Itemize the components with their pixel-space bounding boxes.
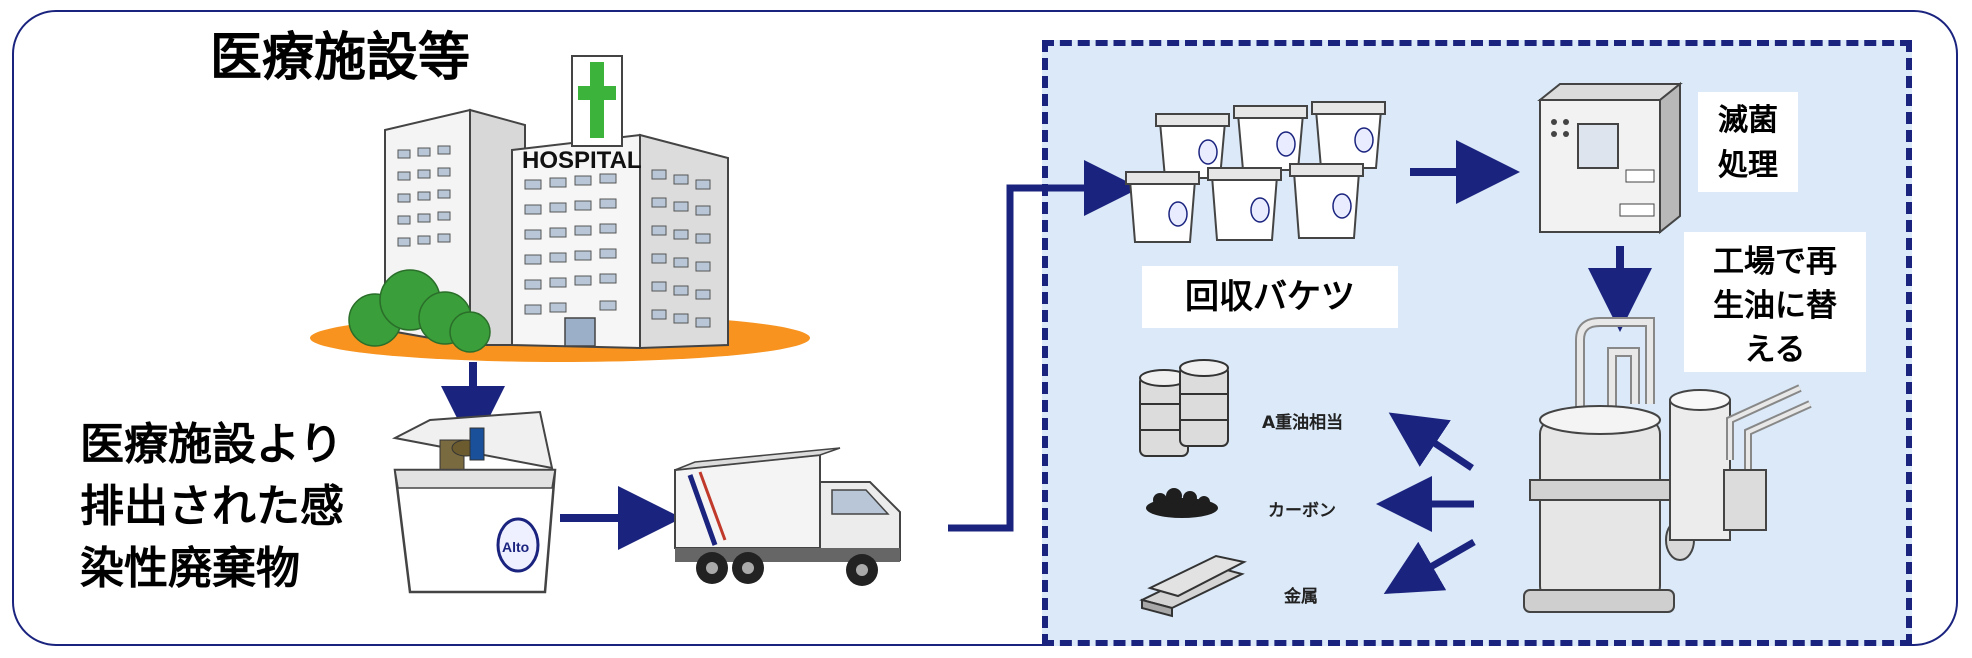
sterilization-line-1: 滅菌 xyxy=(1718,103,1778,138)
source-line-2: 排出された感 xyxy=(80,481,344,532)
sterilizer-icon xyxy=(1537,81,1683,235)
metal-ingots-icon xyxy=(1139,554,1247,618)
heavy-oil-label: A重油相当 xyxy=(1262,413,1344,433)
sterilization-label: 滅菌 処理 xyxy=(1698,92,1798,192)
hospital-icon: HOSPITAL xyxy=(310,55,810,362)
bin-label: Alto xyxy=(502,539,529,555)
source-line-3: 染性廃棄物 xyxy=(80,543,300,594)
arrow-output-oil xyxy=(1388,412,1474,471)
oil-drums-icon xyxy=(1139,359,1229,457)
arrow-to-process xyxy=(948,160,1140,532)
collection-buckets-icon xyxy=(1125,101,1386,243)
metal-label: 金属 xyxy=(1284,587,1318,607)
regen-line-3: える xyxy=(1744,332,1806,368)
waste-bin-icon: Alto xyxy=(391,410,557,594)
regen-line-1: 工場で再 xyxy=(1713,244,1837,280)
hospital-sign: HOSPITAL xyxy=(522,147,642,174)
regeneration-label: 工場で再 生油に替 える xyxy=(1684,232,1866,372)
truck-icon xyxy=(674,447,901,586)
sterilization-line-2: 処理 xyxy=(1718,148,1778,183)
carbon-pile-icon xyxy=(1146,488,1218,518)
regen-line-2: 生油に替 xyxy=(1713,288,1837,324)
carbon-label: カーボン xyxy=(1268,501,1336,521)
trees-icon xyxy=(348,269,491,353)
source-line-1: 医療施設より xyxy=(80,419,344,470)
reactor-icon xyxy=(1523,317,1812,613)
page-title: 医療施設等 xyxy=(210,28,471,88)
collection-buckets-label: 回収バケツ xyxy=(1142,266,1398,328)
arrow-output-metal xyxy=(1383,538,1476,594)
waste-source-label: 医療施設より 排出された感 染性廃棄物 xyxy=(80,414,380,600)
